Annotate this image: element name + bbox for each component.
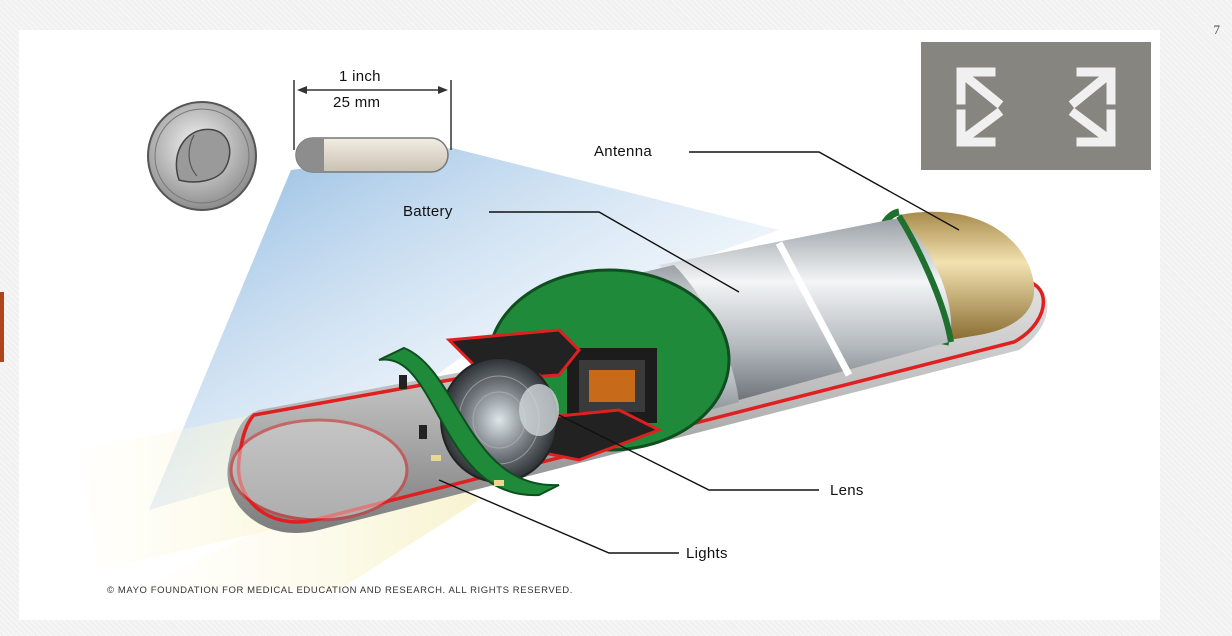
capsule-endoscope-figure: 1 inch 25 mm Antenna Battery Lens Lights… [19,30,1160,620]
led-ring-board [378,346,560,497]
actual-size-pill [295,137,449,173]
dimension-inch-label: 1 inch [339,68,381,85]
copyright-notice: © MAYO FOUNDATION FOR MEDICAL EDUCATION … [107,585,573,596]
page-number: 7 [1213,22,1221,37]
antenna-label: Antenna [594,143,652,160]
dime-coin-icon [147,101,257,211]
fullscreen-expand-button[interactable] [921,42,1151,170]
dimension-mm-label: 25 mm [333,94,381,111]
battery-label: Battery [403,203,453,220]
side-tab-marker [0,292,4,362]
battery-leader-line [489,211,740,293]
fullscreen-expand-icon [956,67,1116,147]
callout-lines [438,151,960,554]
lights-leader-line [438,479,679,554]
lens-label: Lens [830,482,864,499]
dimension-marker [293,80,452,150]
capsule-illustration [79,80,1048,590]
lights-label: Lights [686,545,728,562]
antenna-leader-line [689,151,960,231]
lens-leader-line [558,414,819,491]
